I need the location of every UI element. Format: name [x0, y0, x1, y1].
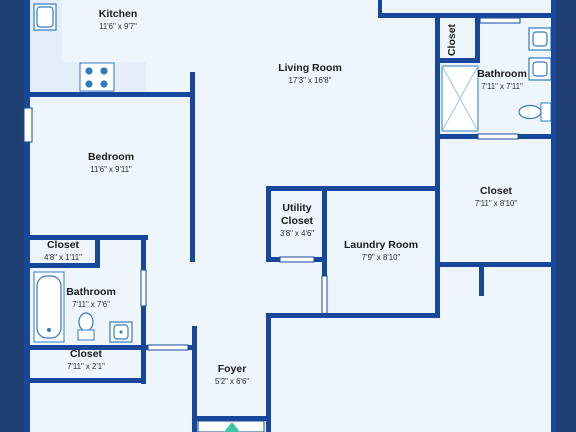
closet-right-dims: 7'11" x 8'10": [475, 199, 517, 208]
closet-small-dims: 4'8" x 1'11": [44, 253, 82, 262]
living-room-label: Living Room: [278, 62, 342, 74]
shower-icon: [441, 65, 479, 132]
closet-right-label: Closet: [480, 185, 513, 197]
living-room-dims: 17'3" x 16'8": [289, 76, 332, 85]
stove-icon: [79, 62, 115, 92]
closet-bottom-label: Closet: [70, 348, 103, 360]
closet-small-label: Closet: [47, 239, 80, 251]
outside-right: [556, 0, 576, 432]
utility-closet-dims: 3'8" x 4'6": [280, 229, 314, 238]
sink-icon-left: [109, 321, 133, 343]
closet-bottom-dims: 7'11" x 2'1": [67, 362, 105, 371]
bathroom-left-label: Bathroom: [66, 286, 116, 298]
kitchen-dims: 11'6" x 9'7": [99, 22, 137, 31]
utility-closet-label-line2: Closet: [281, 215, 314, 227]
bathroom-right-label: Bathroom: [477, 68, 527, 80]
bedroom-label: Bedroom: [88, 151, 134, 163]
kitchen-label: Kitchen: [99, 8, 138, 20]
sink-icon-right-2: [528, 57, 552, 81]
entry-marker-icon: [224, 422, 240, 432]
utility-closet-label-line1: Utility: [282, 202, 311, 214]
closet-top-label: Closet: [446, 23, 458, 56]
toilet-icon-right: [518, 102, 552, 122]
laundry-room-dims: 7'9" x 8'10": [362, 253, 401, 262]
laundry-room-label: Laundry Room: [344, 239, 418, 251]
kitchen-sink-icon: [33, 3, 57, 31]
bathtub-icon: [33, 271, 65, 343]
foyer-label: Foyer: [218, 363, 247, 375]
bedroom-dims: 11'6" x 9'11": [90, 165, 132, 174]
sink-icon-right-1: [528, 27, 552, 51]
bathroom-right-dims: 7'11" x 7'11": [481, 82, 523, 91]
toilet-icon-left: [77, 312, 95, 341]
foyer-dims: 5'2" x 6'6": [215, 377, 249, 386]
outside-left: [0, 0, 24, 432]
bathroom-left-dims: 7'11" x 7'6": [72, 300, 110, 309]
